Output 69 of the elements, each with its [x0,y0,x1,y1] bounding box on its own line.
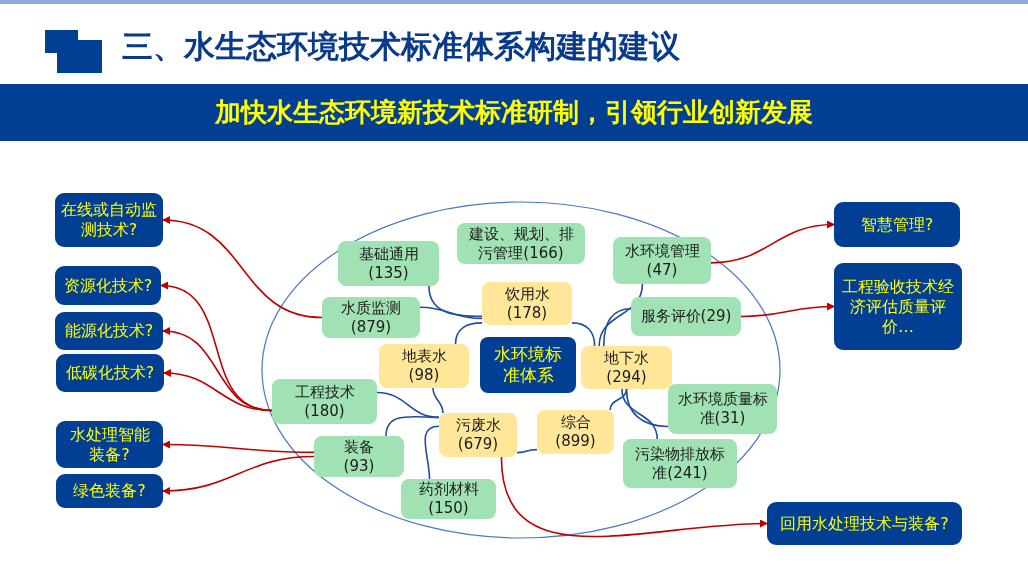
connector-line [385,415,440,437]
arrow [740,302,835,318]
topic-box [338,241,439,286]
topic-box: 建设、规划、排污管理(166) [457,223,585,264]
box-text: (98) [408,366,440,385]
topic-box [322,297,420,338]
question-box: 低碳化技术? [56,354,164,392]
question-box: 智慧管理? [834,202,960,247]
connector-line [419,306,483,320]
box-text: 饮用水 [504,284,550,304]
box-text: (93) [343,456,375,476]
question-box: 在线或自动监测技术? [55,193,163,247]
question-box: 回用水处理技术与装备? [767,502,962,545]
box-text: 综合 [560,413,591,432]
question-box: 工程验收技术经济评估质量评价… [834,263,962,350]
box-text: (150) [428,499,469,518]
category-box [482,282,572,325]
slide-title: 三、水生态环境技术标准体系构建的建议 [122,27,680,66]
arrow [162,327,273,412]
box-text: 地下水 [604,348,649,368]
category-box [537,410,614,454]
box-text: 水环境管理 [624,241,700,261]
arrow [162,440,315,454]
connector-line [571,322,596,347]
question-box: 能源化技术? [55,312,163,350]
connector-line [516,448,538,454]
connector-line [454,322,483,345]
box-text: 水质监测 [341,298,401,318]
box-text: (294) [606,367,647,387]
topic-box [272,379,377,424]
connector-line [376,391,440,419]
box-text: (679) [457,435,499,454]
box-text: 工程技术 [294,382,355,402]
arrow [163,369,273,412]
box-text: (47) [646,260,678,280]
box-text: 基础通用 [358,244,419,264]
box-text: (899) [555,432,596,451]
topic-box [613,237,711,284]
category-box [379,344,469,388]
box-text: 装备 [344,437,374,457]
center-box: 水环境标准体系 [480,337,576,393]
topic-box [401,479,496,519]
question-box: 绿色装备? [56,474,163,508]
connector-line [424,425,440,480]
topic-box: 污染物排放标准(241) [623,439,737,488]
connector-line [432,387,444,414]
box-text: 地表水 [401,347,447,366]
topic-box: 水环境质量标准(31) [668,384,777,434]
box-text: 药剂材料 [418,480,479,499]
box-text: (180) [304,401,345,421]
box-text: (879) [350,317,392,337]
connector-line [621,388,658,440]
box-text: (135) [368,263,409,283]
arrow [710,220,835,264]
connector-line [602,307,632,347]
topic-box: 服务评价(29) [631,297,741,336]
arrow [162,455,315,495]
question-box: 资源化技术? [55,266,161,305]
arrow [500,456,768,538]
category-box [439,413,517,457]
connector-line [609,388,628,411]
box-text: (178) [506,303,548,323]
category-box [581,346,672,389]
question-box: 水处理智能装备? [56,421,163,468]
connector-line [428,285,483,318]
arrow [162,216,323,319]
topic-box [314,436,404,477]
box-text: 污废水 [455,416,501,435]
banner: 加快水生态环境新技术标准研制，引领行业创新发展 [0,84,1028,141]
